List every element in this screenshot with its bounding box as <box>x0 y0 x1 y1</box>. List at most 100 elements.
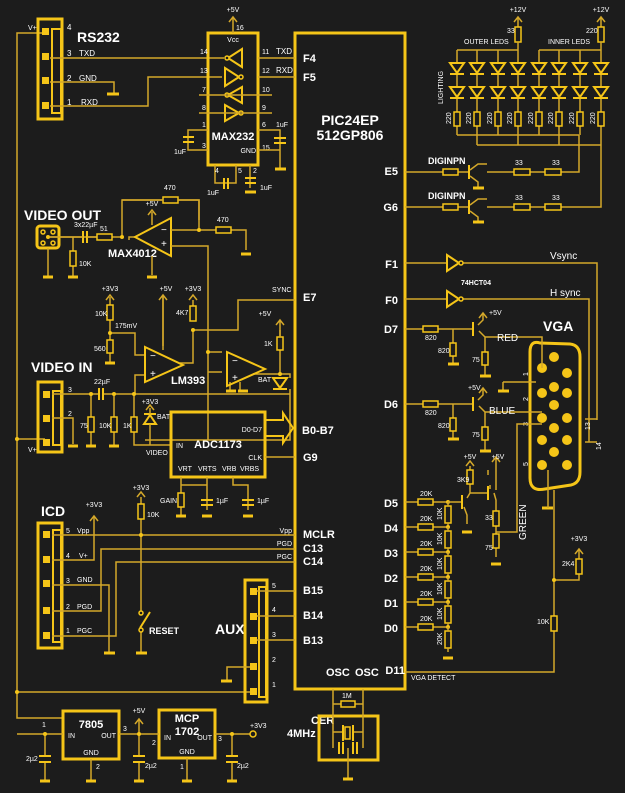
red-supply: +5V <box>489 310 502 317</box>
comparator-icon <box>144 345 186 384</box>
opamp-plus: + <box>161 239 167 250</box>
led-icon <box>571 62 589 75</box>
comp-minus: − <box>150 351 156 362</box>
max232-pin-3: 3 <box>202 143 206 150</box>
icd-pin-3: 3 <box>66 578 70 585</box>
adc-vrts: VRTS <box>198 466 217 473</box>
led-r-inner: 220 <box>586 28 598 35</box>
led-resistor-value: 220 <box>569 112 576 124</box>
reg-mcp-gnd: GND <box>179 749 195 756</box>
red-label: RED <box>497 333 518 344</box>
vga-pin-2: 2 <box>523 397 530 401</box>
rs232-gnd: GND <box>79 74 97 83</box>
resistor-icon <box>177 492 185 508</box>
power-cap1: 2µ2 <box>26 756 38 763</box>
icd-pgc: PGC <box>77 628 92 635</box>
resistor-icon <box>87 416 95 433</box>
max232-pin-9: 9 <box>262 105 266 112</box>
junction <box>137 732 141 736</box>
reset-button[interactable] <box>138 610 151 633</box>
adc-vrt: VRT <box>178 466 193 473</box>
resistor-icon <box>137 503 145 520</box>
vga-pin <box>537 413 547 423</box>
led-supply-outer: +12V <box>510 7 527 14</box>
rs232-rxd: RXD <box>81 98 98 107</box>
max232-pin-10: 10 <box>262 87 270 94</box>
max232-pin-7: 7 <box>202 87 206 94</box>
npn-transistor-icon <box>461 486 489 509</box>
video-in-cap: 22µF <box>94 379 110 386</box>
supply-arrow-icon <box>134 717 144 725</box>
osc-r: 1M <box>342 693 352 700</box>
pin-c13: C13 <box>303 543 323 555</box>
junction <box>552 578 556 582</box>
detect-r-pull: 2K4 <box>562 561 575 568</box>
pin-osc1: OSC <box>326 667 350 679</box>
digi-npn-2: DIGINPN <box>428 191 466 201</box>
adc-body <box>169 410 267 479</box>
aux-pin-1: 1 <box>272 682 276 689</box>
pin-b14: B14 <box>303 610 324 622</box>
led-icon <box>468 86 486 99</box>
rs232-title: RS232 <box>77 29 120 45</box>
red-r-base: 820 <box>425 335 437 342</box>
pin-d4: D4 <box>384 523 399 535</box>
resistor-icon <box>514 111 522 127</box>
max232-pin-11: 11 <box>262 49 269 56</box>
resistor-icon <box>189 305 197 322</box>
led-icon <box>448 62 466 75</box>
led-r-drive3: 33 <box>515 195 523 202</box>
resistor-icon <box>555 111 563 127</box>
ladder-r-value: 20K <box>420 516 433 523</box>
resistor-icon <box>417 498 434 506</box>
vga-sync-pins <box>585 418 597 443</box>
icd-pin-1: 1 <box>66 628 70 635</box>
vga-connector <box>528 340 582 491</box>
comp-r-pullup: 4K7 <box>176 310 189 317</box>
capacitor-icon <box>201 499 254 506</box>
icd-vpp: Vpp <box>77 528 90 535</box>
capacitor-icon <box>223 177 256 189</box>
max232-pin-1: 1 <box>202 122 206 129</box>
led-icon <box>592 62 610 75</box>
video-in-pin-2: 2 <box>68 411 72 418</box>
diode-icon <box>271 377 289 390</box>
led-driver-wires <box>487 135 602 208</box>
max232-pin-14: 14 <box>200 49 208 56</box>
supply-arrow-icon <box>478 386 488 394</box>
diode-icon <box>142 413 158 425</box>
green-label: GREEN <box>518 504 529 540</box>
ladder-s-value: 10K <box>437 532 444 545</box>
digi-npn-1: DIGINPN <box>428 156 466 166</box>
resistor-icon <box>417 573 434 581</box>
vga-pin <box>549 382 559 392</box>
supply-arrow-icon <box>574 547 584 555</box>
vga-title: VGA <box>543 318 573 334</box>
rs232-pin-3: 3 <box>67 49 72 58</box>
vga-pin <box>562 368 572 378</box>
icd-pin-4: 4 <box>66 553 70 560</box>
max232-vcc: Vcc <box>227 37 239 44</box>
adc-clk: CLK <box>248 455 262 462</box>
video-in-supply: +3V3 <box>142 399 159 406</box>
ladder-s-value: 10K <box>437 507 444 520</box>
reset-r: 10K <box>147 512 160 519</box>
rs232-connector <box>36 17 64 121</box>
led-resistor-value: 220 <box>590 112 597 124</box>
resistor-icon <box>162 196 179 204</box>
rs232-vplus: V+ <box>28 25 37 32</box>
vga-pin-14: 14 <box>596 442 603 450</box>
comp-r1: 10K <box>95 311 108 318</box>
supply-3v3: +3V3 <box>185 286 202 293</box>
vsync-label: Vsync <box>550 251 577 262</box>
power-3v3: +3V3 <box>250 723 267 730</box>
comp-plus: + <box>150 369 156 380</box>
resistor-icon <box>466 469 474 485</box>
osc-wires <box>332 689 364 778</box>
max232-txd: TXD <box>276 47 292 56</box>
resistor-icon <box>492 510 500 527</box>
green-driver-wires <box>448 423 542 557</box>
reg-mcp-pin-gnd: 1 <box>180 764 184 771</box>
led-resistor-value: 220 <box>507 112 514 124</box>
adc-vrbs: VRBS <box>240 466 259 473</box>
